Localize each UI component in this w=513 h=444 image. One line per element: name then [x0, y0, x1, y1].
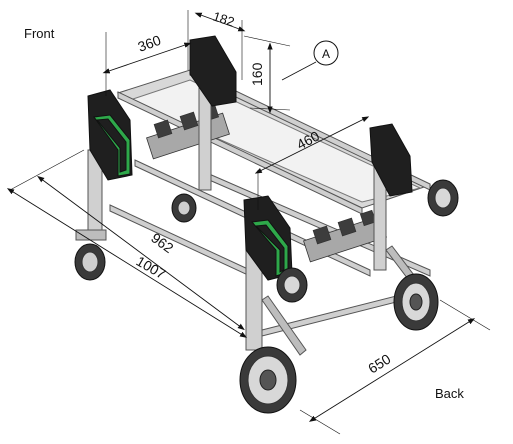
corner-block-back-right: [369, 123, 413, 197]
front-label: Front: [24, 26, 55, 41]
dim-650: 650: [365, 350, 393, 376]
dim-360: 360: [136, 32, 164, 55]
wheel-back-right-small: [427, 179, 459, 217]
wheel-front-left: [74, 229, 107, 281]
wheel-front-right: [171, 193, 197, 223]
wheel-back-right: [393, 273, 439, 331]
wheel-back-left: [239, 346, 297, 414]
dim-182: 182: [211, 9, 236, 30]
corner-block-front-right: [189, 35, 237, 107]
callout-a: A: [313, 40, 339, 66]
wheel-back-left-small: [276, 267, 308, 303]
callout-a-text: A: [322, 47, 330, 61]
dimension-lines: [6, 10, 491, 435]
corner-blocks: [87, 35, 413, 281]
dim-160: 160: [249, 62, 265, 86]
